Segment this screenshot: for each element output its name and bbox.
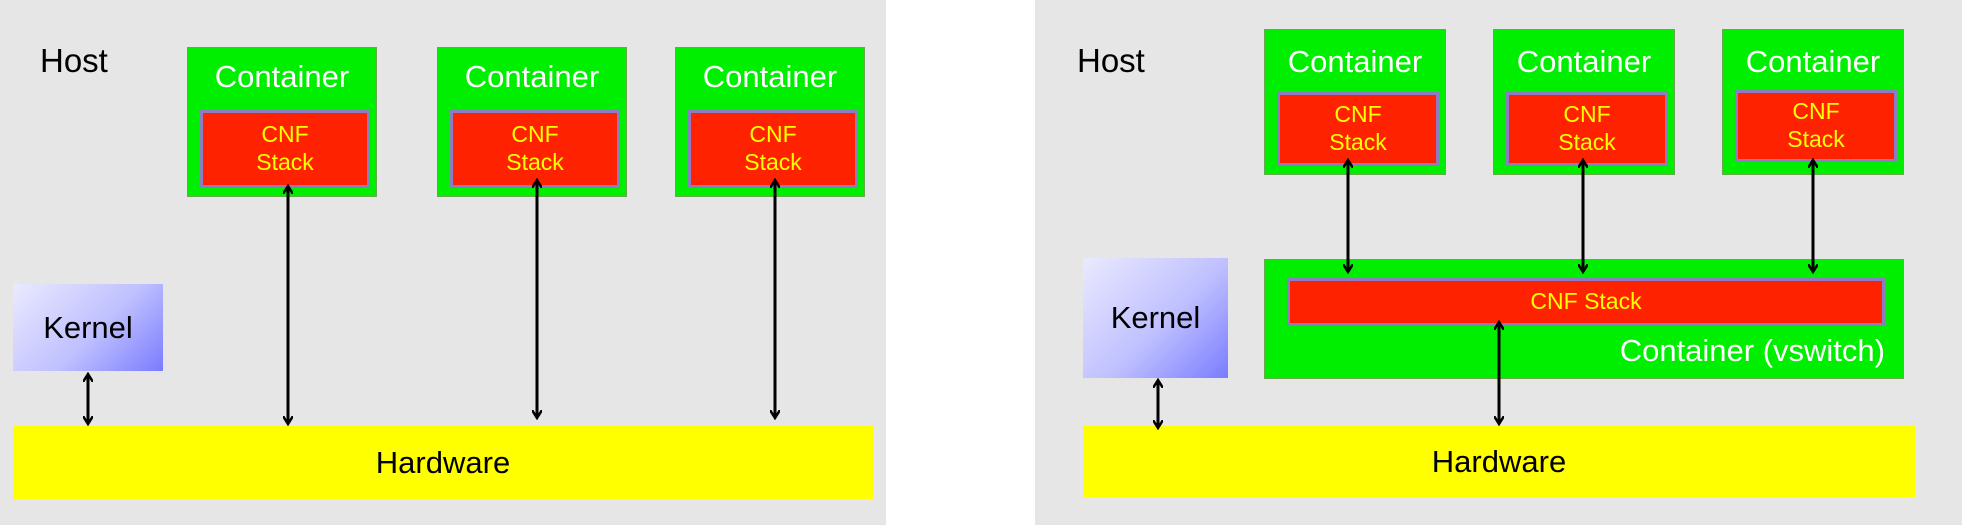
vswitch-container-box: CNF Stack Container (vswitch) xyxy=(1264,259,1904,379)
cnf-stack-box: CNF Stack xyxy=(1277,92,1439,166)
container-title: Container xyxy=(464,59,600,94)
stack-label-line2: Stack xyxy=(744,149,802,175)
stack-label-line2: Stack xyxy=(1787,126,1845,152)
hardware-bar: Hardware xyxy=(13,426,873,499)
stack-label-line1: CNF xyxy=(1792,98,1840,125)
stack-label-line1: CNF xyxy=(1563,101,1611,128)
host-label: Host xyxy=(1077,42,1145,79)
container-title: Container xyxy=(214,59,350,94)
container-box: Container CNF Stack xyxy=(1264,29,1446,175)
stack-label-line2: Stack xyxy=(1558,129,1616,155)
container-title: Container xyxy=(1516,44,1652,79)
stack-label-line1: CNF xyxy=(749,121,797,148)
hardware-bar: Hardware xyxy=(1083,426,1915,497)
container-title: Container xyxy=(702,59,838,94)
container-box: Container CNF Stack xyxy=(437,47,627,197)
right-diagram-panel: Host Container CNF Stack Container CNF S… xyxy=(1035,0,1962,525)
stack-label-line1: CNF xyxy=(261,121,309,148)
vswitch-cnf-stack-box: CNF Stack xyxy=(1287,278,1885,326)
stack-label-line2: Stack xyxy=(506,149,564,175)
cnf-stack-box: CNF Stack xyxy=(688,110,858,188)
container-box: Container CNF Stack xyxy=(675,47,865,197)
stack-label-line2: Stack xyxy=(1329,129,1387,155)
cnf-stack-box: CNF Stack xyxy=(200,110,370,188)
cnf-stack-box: CNF Stack xyxy=(450,110,620,188)
left-diagram-panel: Host Container CNF Stack Container CNF S… xyxy=(0,0,886,525)
vswitch-stack-label: CNF Stack xyxy=(1530,288,1642,315)
host-label: Host xyxy=(40,42,108,79)
kernel-box: Kernel xyxy=(1083,258,1228,378)
vswitch-container-label: Container (vswitch) xyxy=(1619,333,1885,368)
stack-label-line1: CNF xyxy=(511,121,559,148)
container-box: Container CNF Stack xyxy=(1493,29,1675,175)
container-title: Container xyxy=(1287,44,1423,79)
kernel-box: Kernel xyxy=(13,284,163,371)
cnf-stack-box: CNF Stack xyxy=(1506,92,1668,166)
container-box: Container CNF Stack xyxy=(187,47,377,197)
stack-label-line1: CNF xyxy=(1334,101,1382,128)
stack-label-line2: Stack xyxy=(256,149,314,175)
container-title: Container xyxy=(1745,44,1881,79)
